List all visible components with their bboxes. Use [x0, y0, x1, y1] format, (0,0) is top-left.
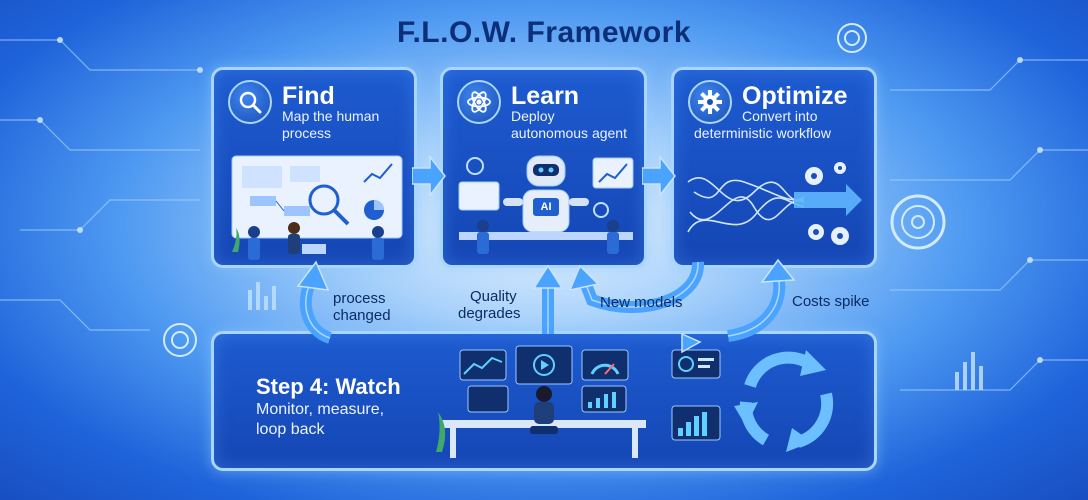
find-subtitle-line1: Map the human	[282, 108, 380, 124]
learn-subtitle-line1: Deploy	[511, 108, 555, 124]
monitoring-desk-illustration	[436, 345, 646, 458]
find-to-learn-arrow	[412, 155, 446, 197]
magnifier-icon	[228, 80, 272, 124]
find-title: Find	[282, 82, 335, 110]
optimize-subtitle-line1: Convert into	[742, 108, 818, 124]
atom-icon	[457, 80, 501, 124]
new-models-label: New models	[600, 294, 683, 311]
process-changed-label-1: process	[333, 290, 386, 307]
learn-to-optimize-arrow	[642, 155, 676, 197]
robot-ai-label: AI	[540, 201, 552, 213]
quality-degrades-label-1: Quality	[470, 288, 517, 305]
optimize-card: Optimize Convert into deterministic work…	[671, 67, 877, 268]
page-title: F.L.O.W. Framework	[396, 16, 692, 49]
find-subtitle-line2: process	[282, 125, 332, 141]
workflow-untangle-illustration	[687, 162, 862, 245]
learn-title: Learn	[511, 82, 580, 110]
costs-spike-arrow	[726, 274, 786, 342]
watch-subtitle-line1: Monitor, measure,	[256, 401, 385, 418]
learn-card: Learn Deploy autonomous agent AI	[440, 67, 647, 268]
optimize-title: Optimize	[742, 82, 848, 110]
process-mapping-illustration	[231, 155, 403, 260]
find-card: Find Map the human process	[211, 67, 417, 268]
learn-subtitle-line2: autonomous agent	[511, 125, 627, 141]
quality-degrades-label-2: degrades	[458, 305, 521, 322]
watch-title: Step 4: Watch	[256, 374, 401, 399]
optimize-subtitle-line2: deterministic workflow	[694, 125, 831, 141]
watch-subtitle-line2: loop back	[256, 421, 325, 438]
dashboard-widgets-decoration	[671, 349, 721, 441]
target-ring-decoration	[163, 23, 946, 357]
robot-agent-illustration	[458, 155, 634, 254]
gear-icon	[688, 80, 732, 124]
loop-cycle-icon	[734, 350, 834, 452]
bar-decoration	[248, 282, 983, 390]
costs-spike-label: Costs spike	[792, 293, 870, 310]
process-changed-label-2: changed	[333, 307, 391, 324]
